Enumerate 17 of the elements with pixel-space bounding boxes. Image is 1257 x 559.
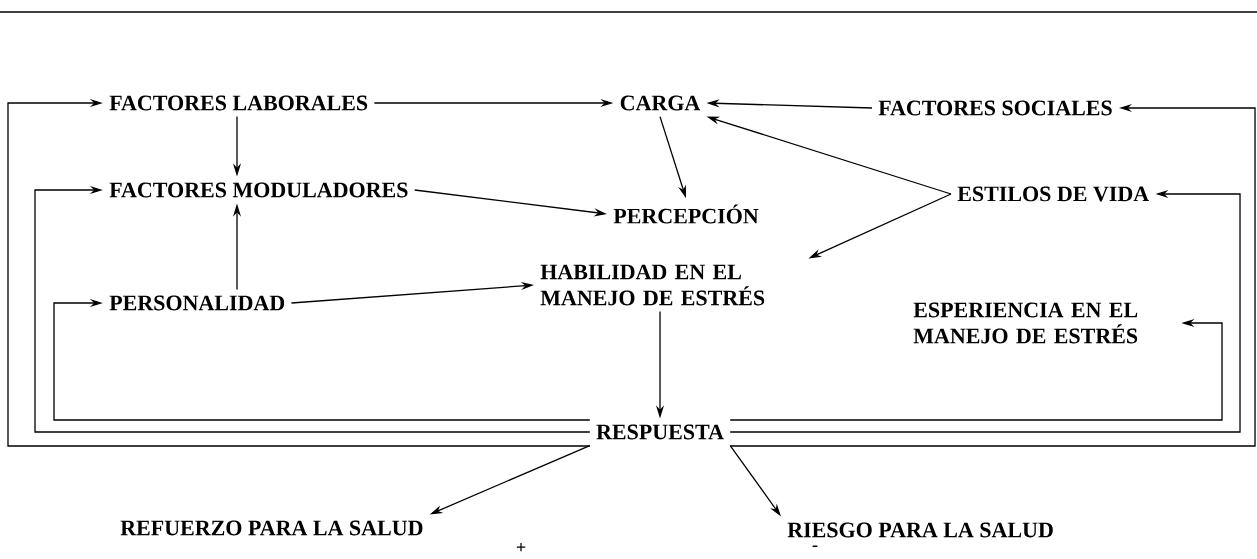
concept-label: ESTILOS DE VIDA [957, 186, 1149, 202]
concept-label: FACTORES LABORALES [109, 95, 368, 111]
arrow [34, 185, 591, 433]
concept-label: REFUERZO PARA LA SALUD [120, 520, 423, 536]
sign-label: + [516, 542, 526, 552]
concept-label: RIESGO PARA LA SALUD [787, 522, 1053, 538]
concept-label: HABILIDAD EN EL MANEJO DE ESTRÉS [540, 264, 765, 306]
concept-label: CARGA [620, 95, 701, 111]
concept-label: ESPERIENCIA EN EL MANEJO DE ESTRÉS [913, 302, 1138, 344]
sign-label: - [812, 545, 818, 548]
concept-label: FACTORES SOCIALES [878, 100, 1112, 116]
concept-label: RESPUESTA [596, 424, 724, 440]
arrow [7, 98, 591, 447]
concept-label: PERCEPCIÓN [613, 204, 759, 224]
concept-label: PERSONALIDAD [109, 295, 285, 311]
concept-label: FACTORES MODULADORES [109, 182, 408, 198]
arrow [53, 298, 591, 421]
